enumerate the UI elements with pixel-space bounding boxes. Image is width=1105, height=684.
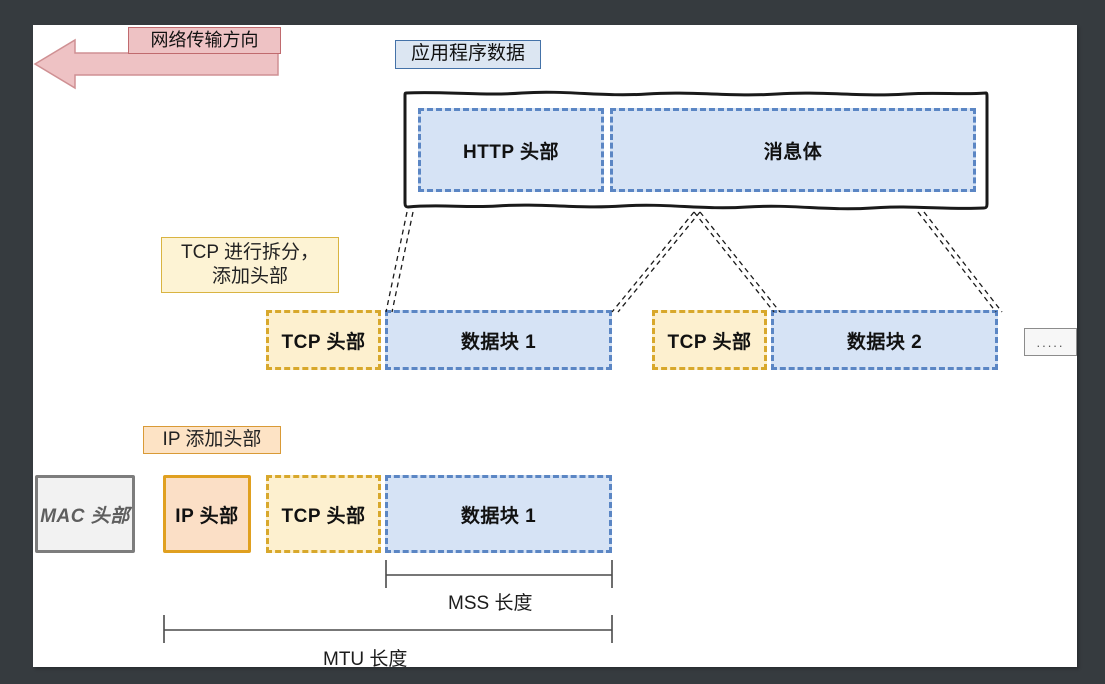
mss-length-label: MSS 长度 — [448, 593, 533, 614]
data-block-box-3: 数据块 1 — [385, 475, 612, 553]
network-direction-arrow — [33, 28, 293, 98]
mtu-length-label: MTU 长度 — [323, 649, 408, 670]
arrow-shape-icon — [33, 38, 279, 90]
app-data-label: 应用程序数据 — [395, 40, 541, 69]
tcp-header-box-3: TCP 头部 — [266, 475, 381, 553]
more-segments-box: ..... — [1024, 328, 1077, 356]
diagram-canvas: 网络传输方向 应用程序数据 HTTP 头部 消息体 TCP 进行拆分， 添加头部… — [33, 25, 1077, 670]
message-body-box: 消息体 — [610, 108, 976, 192]
ip-add-header-note: IP 添加头部 — [143, 426, 281, 454]
ip-header-box: IP 头部 — [163, 475, 251, 553]
mtu-measure-line — [163, 615, 613, 643]
tcp-header-box-1: TCP 头部 — [266, 310, 381, 370]
mss-measure-line — [385, 560, 613, 588]
http-header-box: HTTP 头部 — [418, 108, 604, 192]
tcp-header-box-2: TCP 头部 — [652, 310, 767, 370]
tcp-split-note: TCP 进行拆分， 添加头部 — [161, 237, 339, 293]
mac-header-box: MAC 头部 — [35, 475, 135, 553]
data-block-box-1: 数据块 1 — [385, 310, 612, 370]
direction-label: 网络传输方向 — [128, 27, 281, 54]
data-block-box-2: 数据块 2 — [771, 310, 998, 370]
